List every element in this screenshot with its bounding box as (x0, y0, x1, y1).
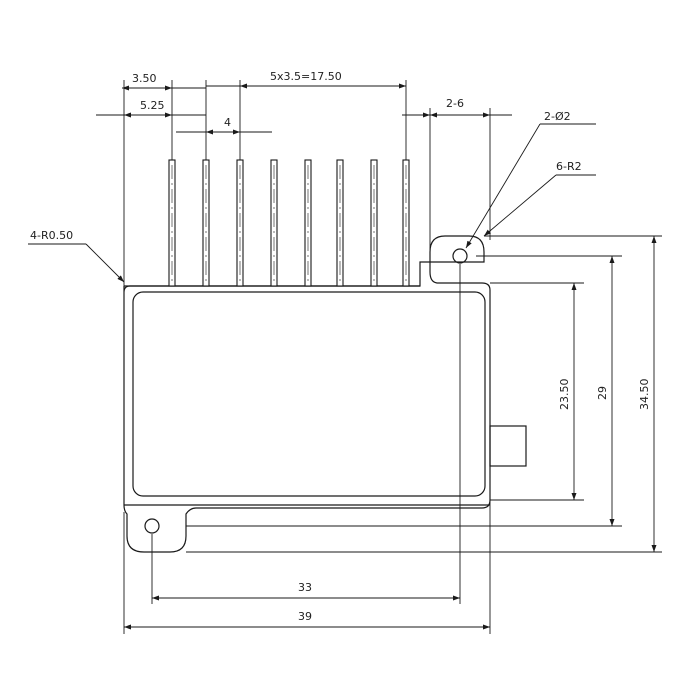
dim-total-width: 39 (124, 610, 490, 630)
dim-label-29: 29 (596, 386, 609, 400)
dim-label-34-50: 34.50 (638, 379, 651, 411)
dim-tab-width: 2-6 (402, 97, 512, 250)
pin-group (168, 159, 410, 287)
mounting-hole-top-right (452, 248, 468, 264)
extension-lines-bottom (123, 264, 491, 634)
dim-total-height: 34.50 (638, 236, 657, 552)
dim-label-23-50: 23.50 (558, 379, 571, 411)
dim-body-height: 23.50 (558, 283, 577, 500)
side-connector (489, 425, 527, 467)
leader-holes: 2-Ø2 (465, 110, 596, 249)
leader-body-radius: 4-R0.50 (28, 229, 125, 283)
mounting-hole-bottom-left (144, 518, 160, 534)
dim-label-33: 33 (298, 581, 312, 594)
dim-label-5-25: 5.25 (140, 99, 165, 112)
dim-pin-offset: 5.25 (96, 99, 206, 118)
label-tab-radius: 6-R2 (556, 160, 582, 173)
leader-tab-radius: 6-R2 (483, 160, 596, 237)
extension-lines-top (123, 80, 407, 286)
dim-label-2-6: 2-6 (446, 97, 464, 110)
extension-lines-right (186, 235, 662, 553)
label-holes: 2-Ø2 (544, 110, 571, 123)
dim-pin-pitch-top: 3.50 (122, 72, 206, 91)
housing-outline (123, 235, 491, 553)
dim-pin-span: 5x3.5=17.50 (206, 70, 406, 89)
dim-pin-gap: 4 (176, 116, 272, 135)
dim-label-3-50: 3.50 (132, 72, 157, 85)
dim-label-4: 4 (224, 116, 231, 129)
dim-mid-height: 29 (596, 256, 615, 526)
housing-inner-body (132, 291, 486, 497)
dim-label-pin-span: 5x3.5=17.50 (270, 70, 342, 83)
dim-label-39: 39 (298, 610, 312, 623)
dim-hole-spacing: 33 (152, 581, 460, 601)
label-body-radius: 4-R0.50 (30, 229, 73, 242)
